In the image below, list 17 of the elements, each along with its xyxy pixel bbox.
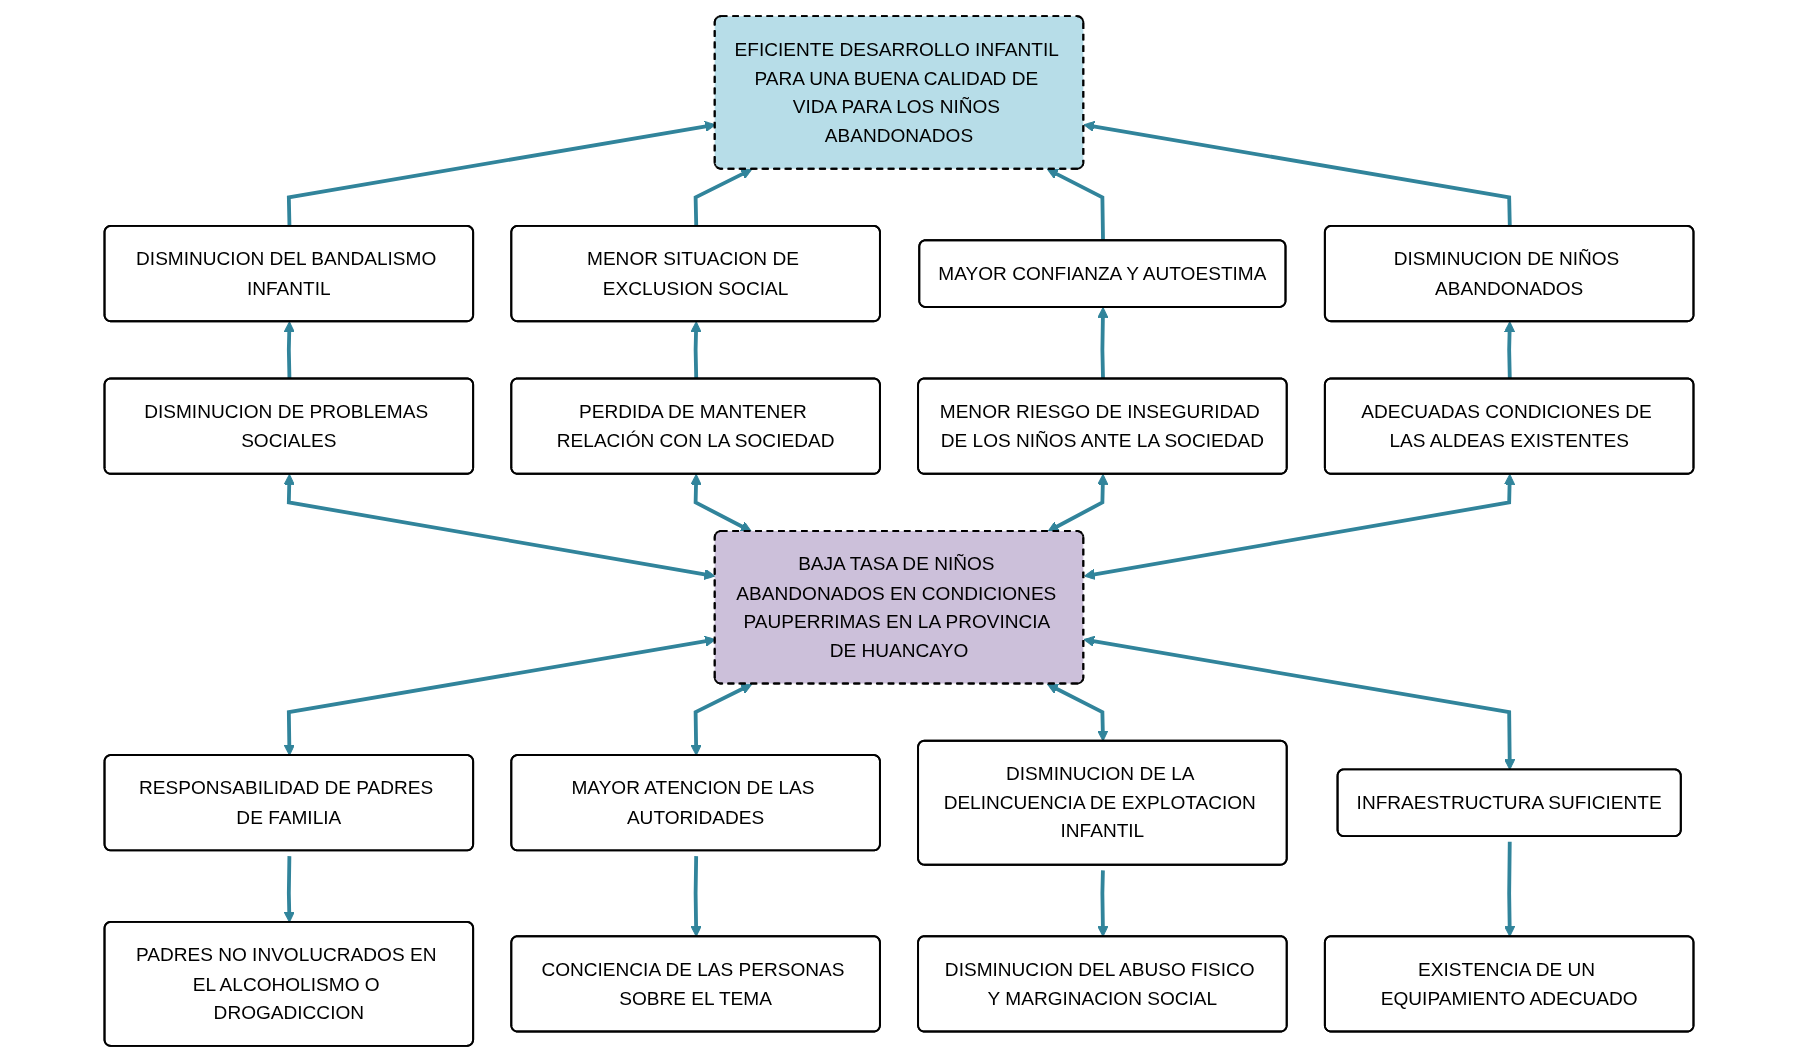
arrow (1083, 120, 1512, 227)
arrow (1504, 321, 1516, 380)
arrow (1047, 473, 1109, 532)
arrow (1097, 870, 1109, 937)
arrow (283, 856, 295, 923)
arrow (1083, 473, 1516, 580)
arrow (1083, 635, 1516, 770)
arrow (1097, 307, 1109, 380)
arrow (690, 683, 753, 756)
arrow (690, 473, 752, 532)
arrow (690, 321, 702, 380)
arrow (1047, 683, 1109, 742)
arrow (690, 856, 702, 937)
arrow (1047, 168, 1105, 241)
arrow (693, 168, 753, 227)
arrow (283, 321, 295, 380)
arrow (1504, 841, 1516, 937)
